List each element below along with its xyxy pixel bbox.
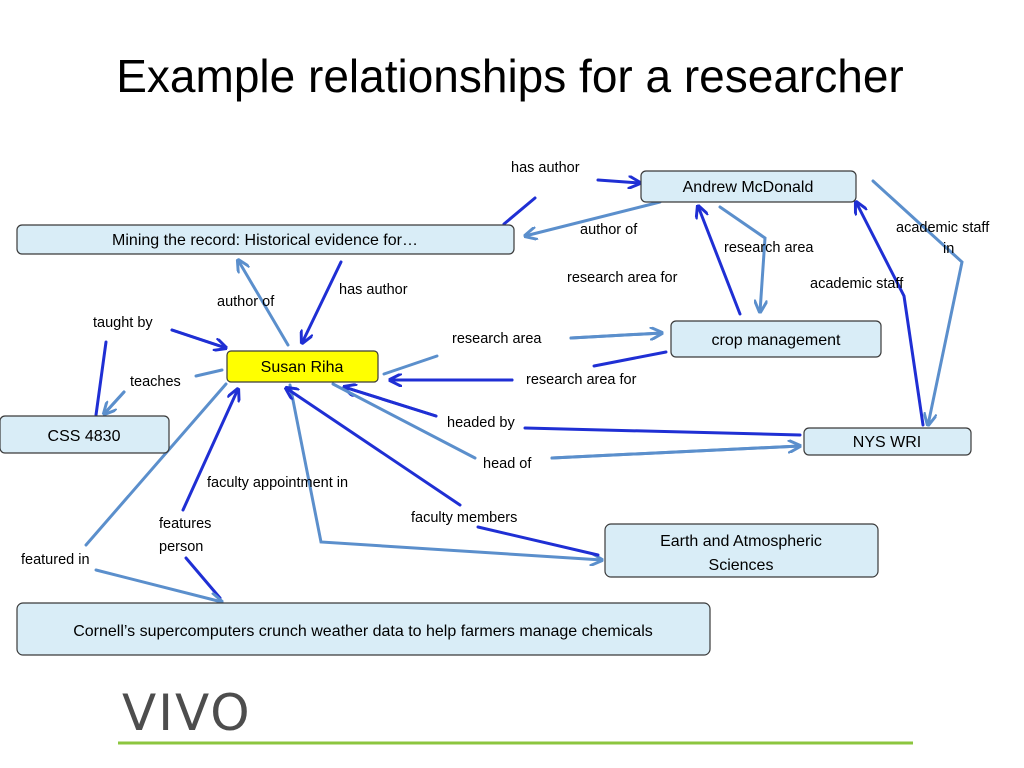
label-faculty-members: faculty members (411, 510, 517, 526)
edge-research-area-top (718, 205, 765, 312)
edge-head-of (331, 382, 802, 460)
label-head-of: head of (483, 456, 532, 472)
node-eas-label-line2: Sciences (709, 557, 774, 574)
label-academic-staff-in-2: in (943, 241, 954, 257)
edge-features-person-b (181, 389, 238, 512)
node-andrew-mcdonald-label: Andrew McDonald (683, 179, 814, 196)
label-has-author-mid: has author (339, 282, 408, 298)
edge-has-author-top-b (596, 180, 640, 183)
label-author-of-mid: author of (217, 294, 275, 310)
label-research-area-for-top: research area for (567, 270, 678, 286)
node-cornell-label: Cornell’s supercomputers crunch weather … (73, 623, 653, 640)
node-susan-riha[interactable]: Susan Riha (226, 350, 379, 383)
vivo-logo: VIVO (122, 684, 252, 742)
label-features-person-2: person (159, 539, 203, 555)
edge-academic-staff-in (871, 179, 964, 425)
label-research-area-for-mid: research area for (526, 372, 637, 388)
edge-research-area-mid-head (569, 333, 662, 338)
slide-title: Example relationships for a researcher (116, 50, 903, 102)
label-headed-by: headed by (447, 415, 515, 431)
node-eas-label-line1: Earth and Atmospheric (660, 533, 822, 550)
label-academic-staff-in-1: academic staff (896, 220, 990, 236)
edge-author-of-mid (238, 260, 290, 347)
label-featured-in: featured in (21, 552, 90, 568)
edge-research-area-for-top (698, 206, 742, 316)
edge-faculty-appointment-in (288, 383, 602, 560)
node-css-4830[interactable]: CSS 4830 (0, 415, 170, 454)
label-research-area-mid: research area (452, 331, 542, 347)
edge-faculty-members-b (286, 388, 462, 507)
node-earth-atmospheric-sciences[interactable]: Earth and Atmospheric Sciences (604, 523, 879, 578)
label-research-area-top: research area (724, 240, 814, 256)
edge-teaches-head (104, 390, 126, 414)
node-mining-record[interactable]: Mining the record: Historical evidence f… (16, 224, 515, 255)
node-nys-wri-label: NYS WRI (853, 434, 921, 451)
label-faculty-appointment-in: faculty appointment in (207, 475, 348, 491)
node-susan-riha-label: Susan Riha (261, 359, 344, 376)
edge-faculty-members-a (476, 525, 600, 557)
node-cornell-supercomputers[interactable]: Cornell’s supercomputers crunch weather … (16, 602, 711, 656)
edge-taught-by-head (170, 328, 226, 348)
label-academic-staff: academic staff (810, 276, 904, 292)
label-taught-by: taught by (93, 315, 153, 331)
edge-academic-staff (856, 202, 925, 427)
node-css-4830-label: CSS 4830 (48, 428, 121, 445)
node-nys-wri[interactable]: NYS WRI (803, 427, 972, 456)
edge-headed-by-head (344, 387, 438, 418)
node-andrew-mcdonald[interactable]: Andrew McDonald (640, 170, 857, 203)
edge-has-author-top-a (502, 196, 537, 226)
edge-head-of-head (550, 446, 800, 460)
label-has-author-top: has author (511, 160, 580, 176)
edges (84, 179, 964, 602)
edge-labels: has author author of research area resea… (21, 160, 990, 568)
label-features-person-1: features (159, 516, 211, 532)
node-crop-management-label: crop management (712, 332, 842, 349)
node-crop-management[interactable]: crop management (670, 320, 882, 358)
edge-featured-in-b (94, 568, 222, 602)
label-author-of-top: author of (580, 222, 638, 238)
edge-features-person-a (184, 556, 222, 600)
edge-headed-by (342, 385, 802, 437)
label-teaches: teaches (130, 374, 181, 390)
node-mining-record-label: Mining the record: Historical evidence f… (112, 232, 418, 249)
edge-author-of-top (525, 200, 662, 236)
edge-featured-in-a (84, 382, 228, 547)
edge-has-author-mid (302, 260, 343, 343)
